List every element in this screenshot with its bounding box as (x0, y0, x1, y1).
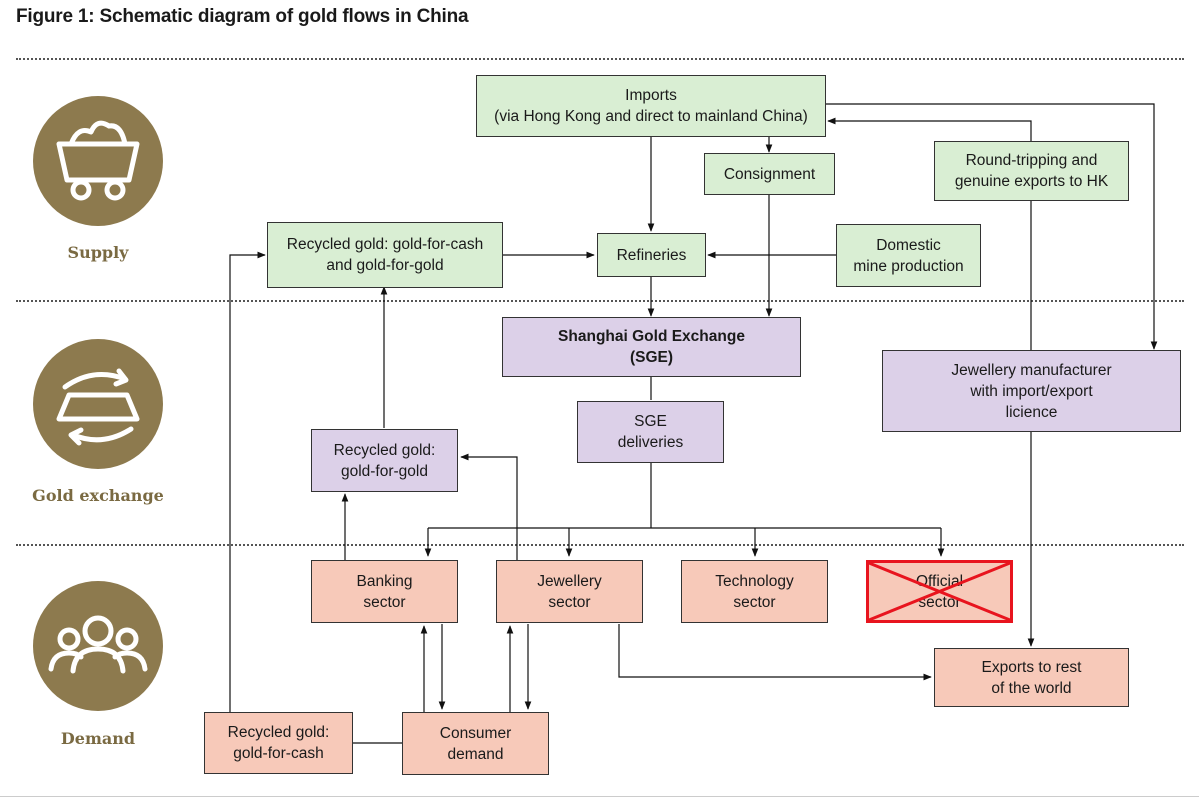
box-recycled-gold-for-gold: Recycled gold: gold-for-gold (311, 429, 458, 492)
figure-title: Figure 1: Schematic diagram of gold flow… (16, 6, 469, 27)
arrow-jewellery-recycled (460, 453, 518, 560)
section-label-demand: Demand (60, 729, 136, 748)
people-group-icon (33, 581, 163, 711)
divider-top (16, 58, 1184, 60)
mine-cart-icon (33, 96, 163, 226)
gold-bar-exchange-icon (33, 339, 163, 469)
box-refineries: Refineries (597, 233, 706, 277)
box-sge: Shanghai Gold Exchange (SGE) (502, 317, 801, 377)
divider-exchange-demand (16, 544, 1184, 546)
box-banking-sector: Banking sector (311, 560, 458, 623)
box-jewellery-manufacturer: Jewellery manufacturer with import/expor… (882, 350, 1181, 432)
box-sge-deliveries: SGE deliveries (577, 401, 724, 463)
arrow-roundtrip-imports (827, 117, 1032, 141)
divider-bottom (0, 796, 1199, 797)
arrow-gfc-recycled-top (229, 251, 266, 712)
box-consumer-demand: Consumer demand (402, 712, 549, 775)
box-recycled-gold-for-cash: Recycled gold: gold-for-cash (204, 712, 353, 774)
box-domestic-mine: Domestic mine production (836, 224, 981, 287)
arrow-imports-jewellery-mfr (826, 103, 1158, 350)
strike-through-cross-icon (868, 561, 1011, 622)
arrow-jewellery-exports (618, 624, 932, 681)
divider-supply-exchange (16, 300, 1184, 302)
box-imports: Imports (via Hong Kong and direct to mai… (476, 75, 826, 137)
box-recycled-cash-gold: Recycled gold: gold-for-cash and gold-fo… (267, 222, 503, 288)
section-label-exchange: Gold exchange (32, 486, 164, 505)
box-official-sector: Official sector (866, 560, 1013, 623)
box-technology-sector: Technology sector (681, 560, 828, 623)
box-round-tripping: Round-tripping and genuine exports to HK (934, 141, 1129, 201)
box-consignment: Consignment (704, 153, 835, 195)
box-jewellery-sector: Jewellery sector (496, 560, 643, 623)
box-exports-rest-world: Exports to rest of the world (934, 648, 1129, 707)
section-label-supply: Supply (67, 243, 129, 262)
